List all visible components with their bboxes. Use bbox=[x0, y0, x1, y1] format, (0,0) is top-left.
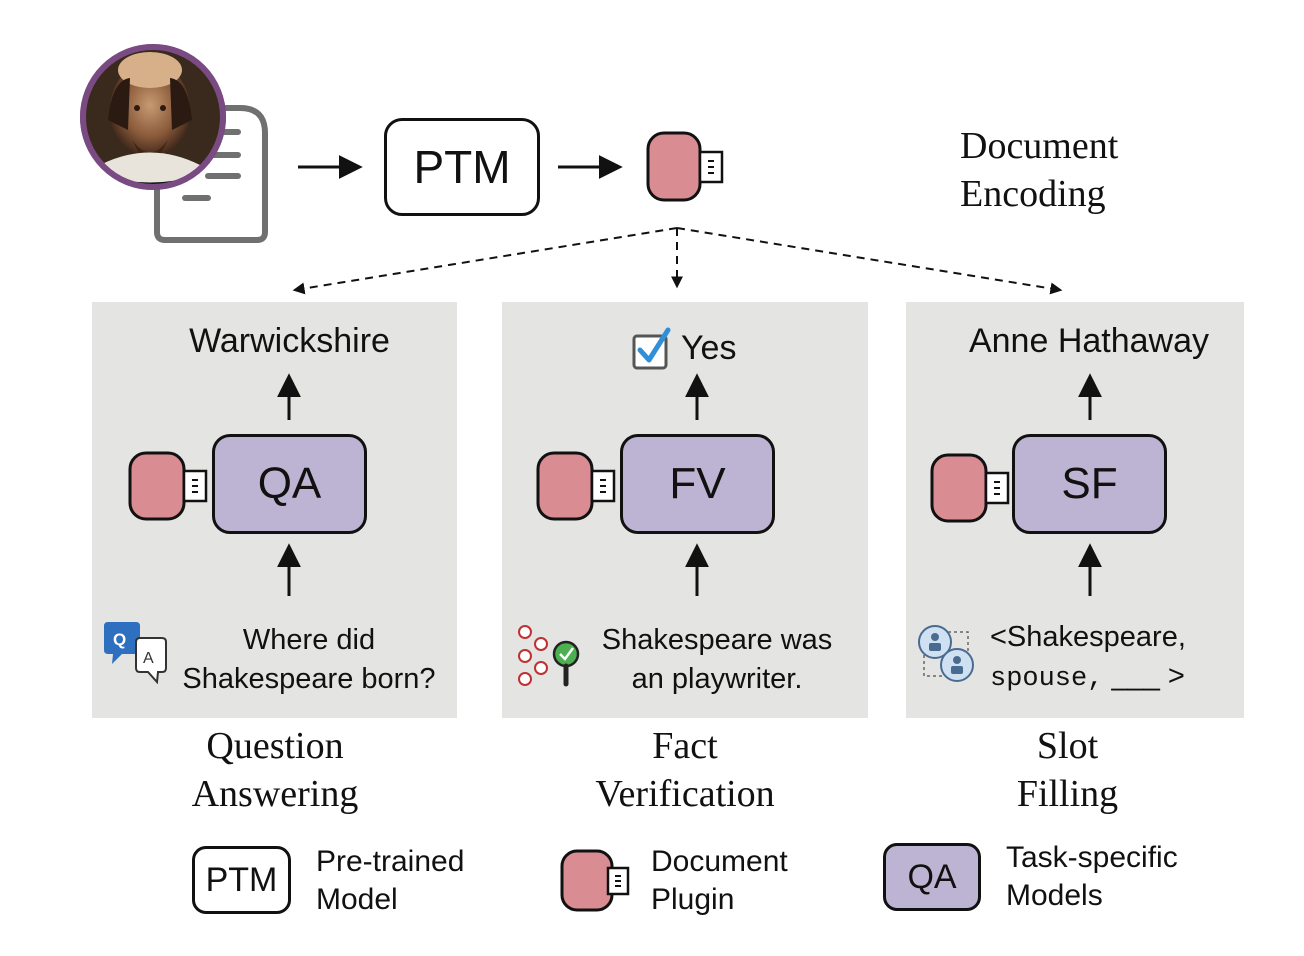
fv-output: Yes bbox=[681, 329, 737, 367]
sf-model-label: SF bbox=[1061, 459, 1118, 508]
plugin-icon bbox=[646, 131, 724, 202]
ptm-label: PTM bbox=[413, 141, 511, 193]
sf-model-box: SF bbox=[1012, 434, 1167, 534]
qa-model-label: QA bbox=[257, 459, 322, 508]
svg-text:Q: Q bbox=[113, 630, 126, 649]
legend-ptm-box: PTM bbox=[192, 846, 291, 914]
qa-caption: Question Answering bbox=[191, 725, 359, 815]
fv-model-box: FV bbox=[620, 434, 775, 534]
document-encoding-title: Document Encoding bbox=[960, 125, 1119, 215]
legend-task-box: QA bbox=[883, 843, 981, 911]
qa-plugin-icon bbox=[128, 451, 208, 521]
svg-text:A: A bbox=[143, 650, 154, 667]
legend-ptm-text: Pre-trained Model bbox=[316, 845, 465, 916]
ptm-box: PTM bbox=[384, 118, 540, 216]
shakespeare-portrait bbox=[80, 44, 226, 190]
fv-input: Shakespeare was an playwriter. bbox=[601, 624, 833, 695]
qa-bubbles-icon: Q A bbox=[104, 622, 167, 685]
legend-task-text: Task-specific Models bbox=[1006, 841, 1178, 912]
fv-caption: Fact Verification bbox=[595, 725, 775, 815]
qa-model-box: QA bbox=[212, 434, 367, 534]
sf-caption: Slot Filling bbox=[1016, 725, 1119, 815]
qa-input: Where did Shakespeare born? bbox=[182, 624, 436, 695]
fv-model-label: FV bbox=[669, 459, 726, 508]
people-icon bbox=[918, 625, 974, 682]
fact-check-icon bbox=[518, 625, 580, 687]
legend-plugin-text: Document Plugin bbox=[651, 845, 788, 916]
sf-output: Anne Hathaway bbox=[968, 322, 1210, 360]
sf-input: <Shakespeare, spouse, ___ > bbox=[990, 621, 1186, 694]
legend-plugin-icon bbox=[560, 849, 630, 912]
qa-output: Warwickshire bbox=[189, 322, 390, 360]
checkbox-icon bbox=[632, 327, 671, 370]
sf-plugin-icon bbox=[930, 453, 1010, 523]
dashed-arrows bbox=[292, 227, 1063, 295]
fv-plugin-icon bbox=[536, 451, 616, 521]
